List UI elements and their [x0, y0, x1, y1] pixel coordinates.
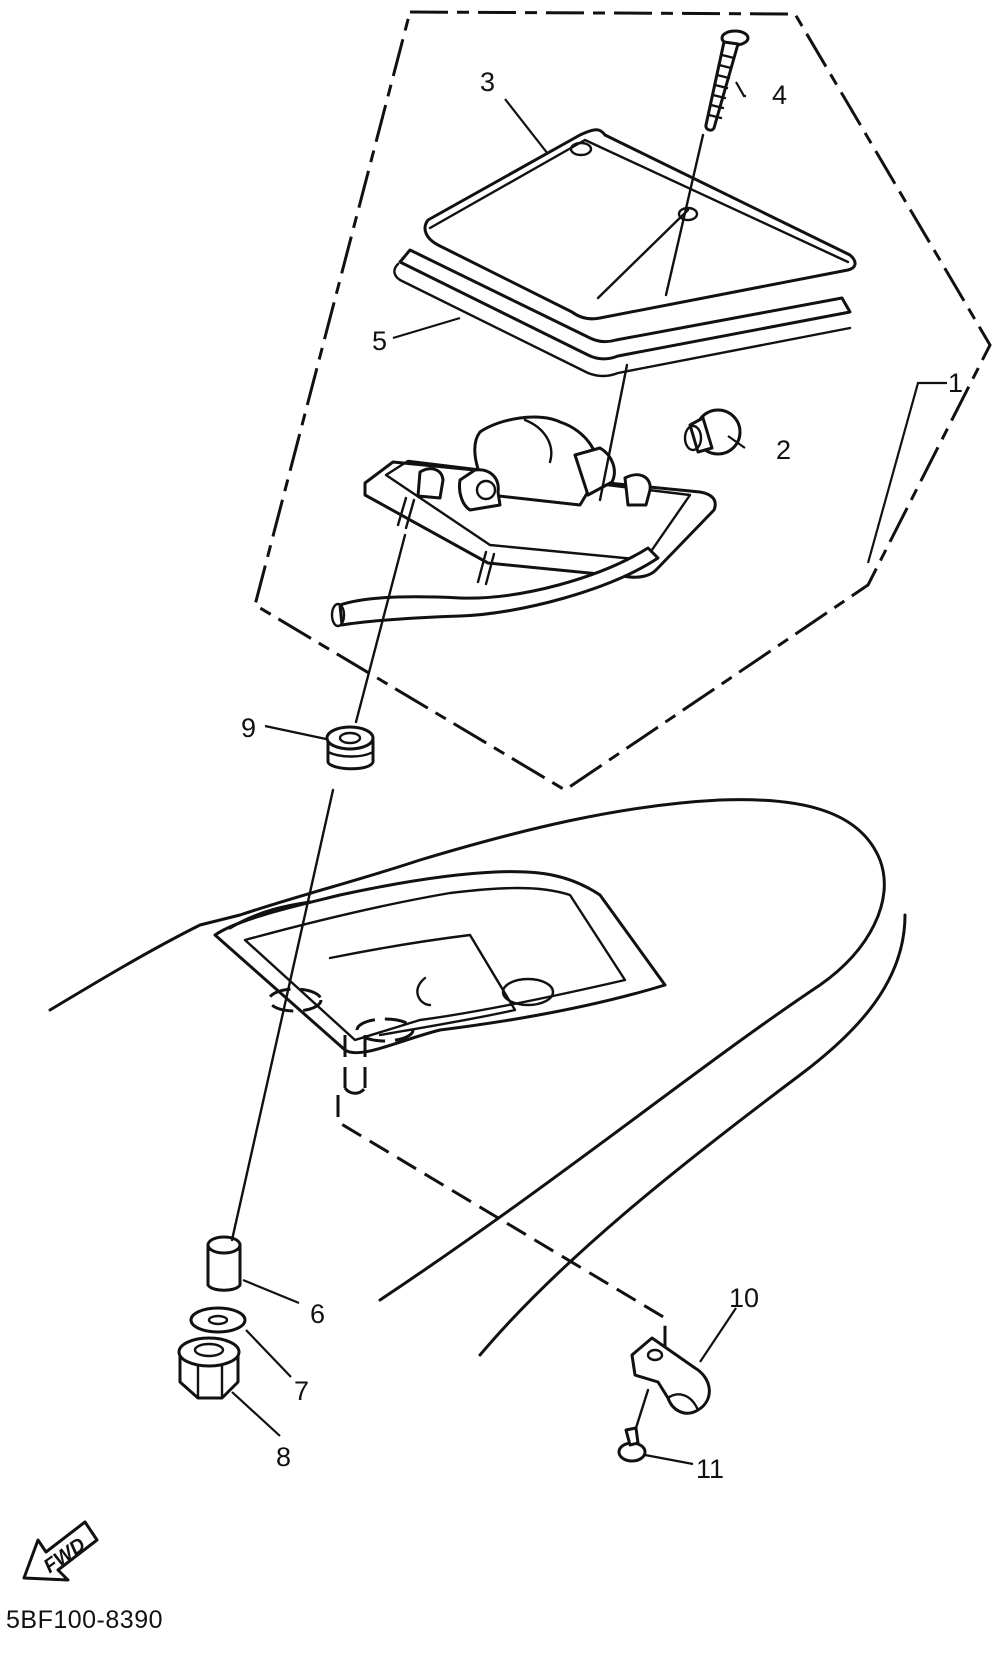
callout-11: 11	[696, 1454, 724, 1484]
callout-5: 5	[372, 326, 387, 356]
grommet	[325, 725, 375, 771]
hidden-routing-line	[336, 1095, 667, 1350]
bulb	[683, 408, 742, 456]
callout-9: 9	[241, 713, 256, 743]
callout-8: 8	[276, 1442, 291, 1472]
callout-1: 1	[948, 368, 963, 398]
small-screw	[617, 1426, 647, 1463]
light-housing	[330, 415, 717, 628]
forward-arrow-icon: FWD	[22, 1520, 99, 1582]
callout-6: 6	[310, 1299, 325, 1329]
reference-code: 5BF100-8390	[6, 1606, 164, 1634]
lens-cover	[423, 128, 857, 321]
leader-lines	[231, 81, 947, 1466]
callout-7: 7	[294, 1376, 309, 1406]
callout-3: 3	[480, 67, 495, 97]
seat-recess	[213, 870, 667, 1095]
nut	[177, 1336, 241, 1400]
seat-outline	[48, 798, 907, 1357]
assembly-boundary	[253, 10, 992, 792]
callout-4: 4	[772, 80, 787, 110]
screw	[704, 29, 750, 132]
washer	[189, 1306, 247, 1334]
callout-2: 2	[776, 435, 791, 465]
callout-10: 10	[729, 1283, 759, 1313]
assembly-lines	[230, 133, 705, 1430]
clamp	[630, 1336, 711, 1415]
gasket	[393, 248, 852, 378]
collar	[206, 1235, 242, 1292]
